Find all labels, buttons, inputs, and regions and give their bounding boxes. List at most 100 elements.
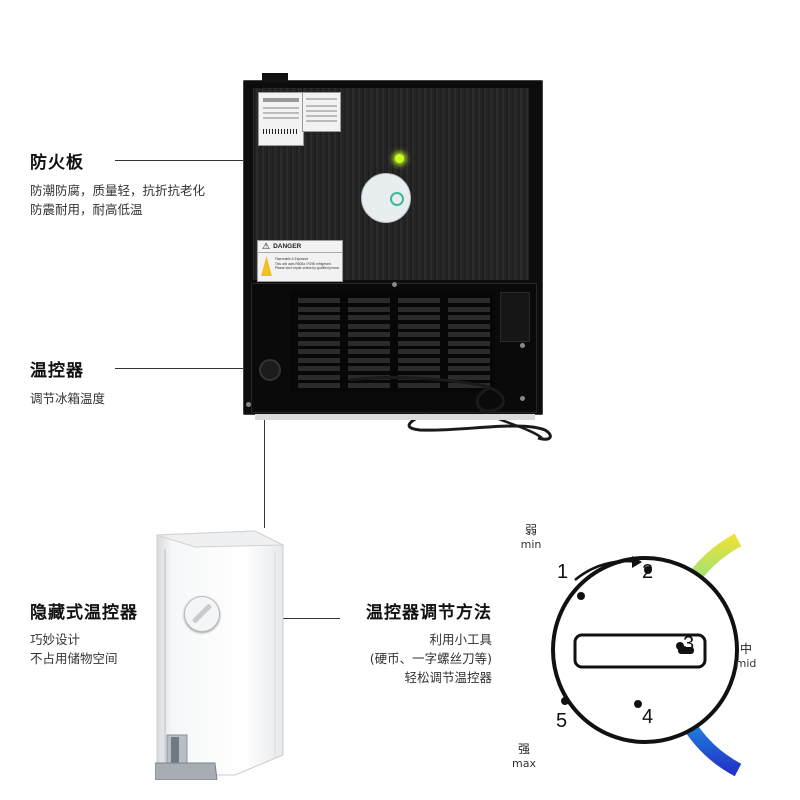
- power-cord: [349, 376, 552, 441]
- rating-label-right: [302, 92, 341, 132]
- warning-triangle-icon: ⚠: [262, 241, 271, 252]
- feature-method-line: (硬币、一字螺丝刀等): [369, 651, 492, 666]
- vent-slot: [448, 332, 490, 337]
- rating-label-left: [258, 92, 304, 146]
- feature-method-desc: 利用小工具 (硬币、一字螺丝刀等) 轻松调节温控器: [330, 630, 492, 687]
- scale-mid-cn: 中: [739, 642, 752, 656]
- dial-dot: [634, 700, 642, 708]
- scale-min-label: 弱 min: [518, 521, 544, 551]
- feature-hidden-desc: 巧妙设计 不占用储物空间: [30, 630, 138, 668]
- indicator-light: [395, 154, 404, 163]
- vent-slot: [398, 349, 440, 354]
- dial-dot: [676, 642, 684, 650]
- vent-slot: [448, 306, 490, 312]
- side-bracket: [500, 292, 530, 342]
- feature-method: 温控器调节方法 利用小工具 (硬币、一字螺丝刀等) 轻松调节温控器: [330, 598, 492, 687]
- feature-method-title: 温控器调节方法: [366, 603, 492, 623]
- dial-dot: [644, 566, 652, 574]
- feature-fireboard-line: 防震耐用，耐高低温: [30, 202, 143, 217]
- vent-slot: [448, 383, 490, 388]
- screw: [246, 402, 251, 407]
- dial-dot: [577, 592, 585, 600]
- vent-slot: [348, 340, 390, 346]
- flame-hazard-icon: [261, 256, 272, 276]
- vent-slot: [298, 315, 340, 320]
- scale-max-cn: 强: [517, 742, 530, 756]
- dial-knob-slot: [573, 633, 707, 669]
- danger-heading: ⚠ DANGER: [258, 241, 342, 253]
- round-sticker-logo-icon: [390, 192, 404, 206]
- feature-method-line: 利用小工具: [429, 632, 492, 647]
- screw: [392, 282, 397, 287]
- scale-max-en: max: [512, 757, 536, 770]
- scale-max-label: 强 max: [509, 740, 539, 770]
- danger-text-line: This unit uses R600a / R290 refrigerant.…: [274, 261, 341, 271]
- feature-hidden-line: 巧妙设计: [30, 632, 81, 647]
- screw: [520, 343, 525, 348]
- round-sticker: [361, 173, 411, 223]
- dial-number-2: 2: [642, 561, 654, 583]
- vent-slot: [348, 306, 390, 312]
- dial-arrow-head: [632, 556, 642, 568]
- vent-slot: [298, 374, 340, 380]
- vent-slot: [298, 357, 340, 363]
- vent-slot: [348, 357, 390, 363]
- vent-slot: [398, 298, 440, 303]
- vent-slot: [448, 357, 490, 363]
- scale-min-en: min: [520, 538, 542, 551]
- vent-slot: [348, 315, 390, 320]
- danger-text-line: Flammable & Explosive: [274, 257, 309, 261]
- feature-fireboard: 防火板 防潮防腐，质量轻，抗折抗老化 防震耐用，耐高低温: [30, 148, 205, 219]
- connector-line: [264, 420, 265, 528]
- scale-mid-label: 中 mid: [731, 640, 761, 670]
- danger-heading-text: DANGER: [273, 243, 302, 250]
- feature-fireboard-title: 防火板: [30, 153, 84, 173]
- vent-slot: [398, 383, 440, 388]
- vent-slot: [348, 366, 390, 371]
- vent-slot: [298, 306, 340, 312]
- vent-slot: [398, 357, 440, 363]
- dial-number-1: 1: [557, 561, 569, 583]
- thermostat-housing: [155, 530, 284, 780]
- vent-slot: [398, 340, 440, 346]
- feature-method-line: 轻松调节温控器: [404, 670, 492, 685]
- vent-slot: [298, 340, 340, 346]
- dial-number-3: 3: [683, 633, 695, 655]
- scale-mid-en: mid: [735, 657, 757, 670]
- vent-slot: [348, 298, 390, 303]
- panel-bottom-edge: [255, 414, 535, 420]
- feature-hidden-line: 不占用储物空间: [30, 651, 118, 666]
- feature-thermostat: 温控器 调节冰箱温度: [30, 356, 105, 408]
- vent-slot: [298, 298, 340, 303]
- danger-warning-label: ⚠ DANGER Flammable & Explosive This unit…: [257, 240, 343, 282]
- vent-slot: [448, 298, 490, 303]
- dial-number-4: 4: [642, 706, 654, 728]
- thermostat-knob-small: [259, 359, 281, 381]
- vent-slot: [298, 383, 340, 388]
- vent-slot: [448, 340, 490, 346]
- vent-slot: [348, 349, 390, 354]
- vent-slot: [398, 366, 440, 371]
- vent-slot: [398, 315, 440, 320]
- top-connector-block: [262, 73, 288, 83]
- vent-slot: [398, 323, 440, 329]
- vent-slot: [398, 332, 440, 337]
- feature-fireboard-desc: 防潮防腐，质量轻，抗折抗老化 防震耐用，耐高低温: [30, 181, 205, 219]
- dial-gauge: [551, 533, 742, 777]
- housing-dial-slot: [191, 603, 213, 624]
- vent-slot: [298, 349, 340, 354]
- housing-dial[interactable]: [184, 596, 220, 632]
- leader-line-thermostat: [115, 368, 265, 369]
- dial-number-5: 5: [556, 710, 568, 732]
- feature-thermostat-title: 温控器: [30, 361, 84, 381]
- dial-dot: [561, 697, 569, 705]
- feature-hidden: 隐藏式温控器 巧妙设计 不占用储物空间: [30, 598, 138, 668]
- vent-slot: [398, 306, 440, 312]
- vent-slot: [448, 323, 490, 329]
- vent-slot: [298, 366, 340, 371]
- feature-hidden-title: 隐藏式温控器: [30, 603, 138, 623]
- screw: [520, 396, 525, 401]
- vent-slot: [448, 315, 490, 320]
- scale-min-cn: 弱: [524, 523, 537, 537]
- feature-fireboard-line: 防潮防腐，质量轻，抗折抗老化: [30, 183, 206, 198]
